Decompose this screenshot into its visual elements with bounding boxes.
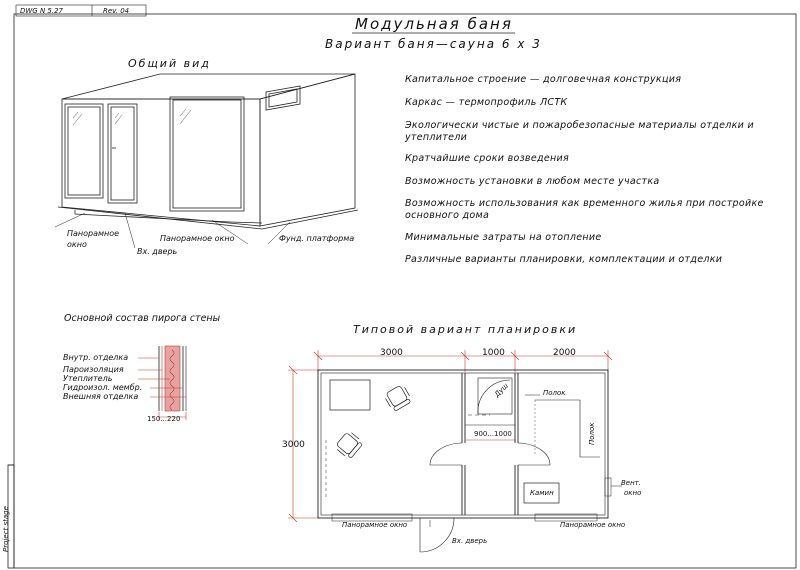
dim-height: 3000 (282, 440, 305, 450)
drawing-number: DWG N 5.27 (20, 7, 64, 15)
feature-item: Кратчайшие сроки возведения (405, 153, 569, 164)
dim-1000: 1000 (482, 348, 505, 358)
general-view-heading: Общий вид (128, 57, 211, 70)
plan-leaders (429, 394, 622, 527)
building-perspective (57, 73, 359, 230)
vent-label-2: окно (624, 489, 642, 497)
feature-item: Различные варианты планировки, комплекта… (405, 254, 723, 265)
wall-layer: Пароизоляция (63, 365, 124, 374)
project-stage-label: Project stage (2, 506, 10, 552)
callout-pano-window-center: Панорамное окно (160, 234, 235, 243)
shelf-side-label: Полок (588, 422, 596, 445)
wall-layer: Внешняя отделка (63, 392, 139, 401)
wall-layer: Внутр. отделка (63, 353, 129, 362)
floor-plan-dimensions (288, 350, 613, 523)
chair-left (337, 432, 362, 458)
stove-label: Камин (530, 489, 554, 497)
feature-item: Возможность использования как временного… (405, 198, 764, 221)
wall-layer: Утеплитель (63, 374, 113, 383)
page-title: Модульная баня (355, 15, 513, 33)
dim-3000: 3000 (380, 348, 403, 358)
chair-top (385, 386, 411, 411)
callout-pano-window-left: Панорамное окно (67, 229, 120, 249)
entry-door-label: Вх. дверь (452, 537, 488, 545)
feature-item: Капитальное строение — долговечная конст… (405, 74, 682, 85)
sheet-frame (13, 13, 797, 569)
feature-item: Минимальные затраты на отопление (405, 232, 602, 243)
pano-window-left-label: Панорамное окно (342, 521, 408, 529)
pano-window-right-label: Панорамное окно (560, 521, 626, 529)
feature-item: Каркас — термопрофиль ЛСТК (405, 97, 568, 108)
callout-entry-door: Вх. дверь (137, 247, 178, 256)
glass-reflections (72, 108, 192, 126)
wall-heading: Основной состав пирога стены (64, 313, 221, 324)
feature-item: Экологически чистые и пожаробезопасные м… (405, 120, 754, 143)
dim-2000: 2000 (553, 348, 576, 358)
callout-leaders (54, 212, 291, 249)
dim-door: 900...1000 (474, 430, 512, 438)
revision-label: Rev. 04 (103, 7, 130, 15)
wall-layer: Гидроизол. мембр. (63, 383, 143, 392)
title-block (15, 4, 147, 17)
stage-box (7, 464, 15, 569)
feature-item: Возможность установки в любом месте учас… (405, 176, 660, 187)
callout-platform: Фунд. платформа (279, 234, 355, 243)
plan-heading: Типовой вариант планировки (353, 323, 578, 336)
wall-thickness: 150...220 (147, 415, 181, 423)
wall-section (138, 345, 187, 420)
vent-label-1: Вент. (621, 479, 641, 487)
shelf-top-label: Полок (543, 389, 566, 397)
floor-plan (317, 369, 612, 553)
page-subtitle: Вариант баня—сауна 6 х 3 (325, 37, 542, 51)
